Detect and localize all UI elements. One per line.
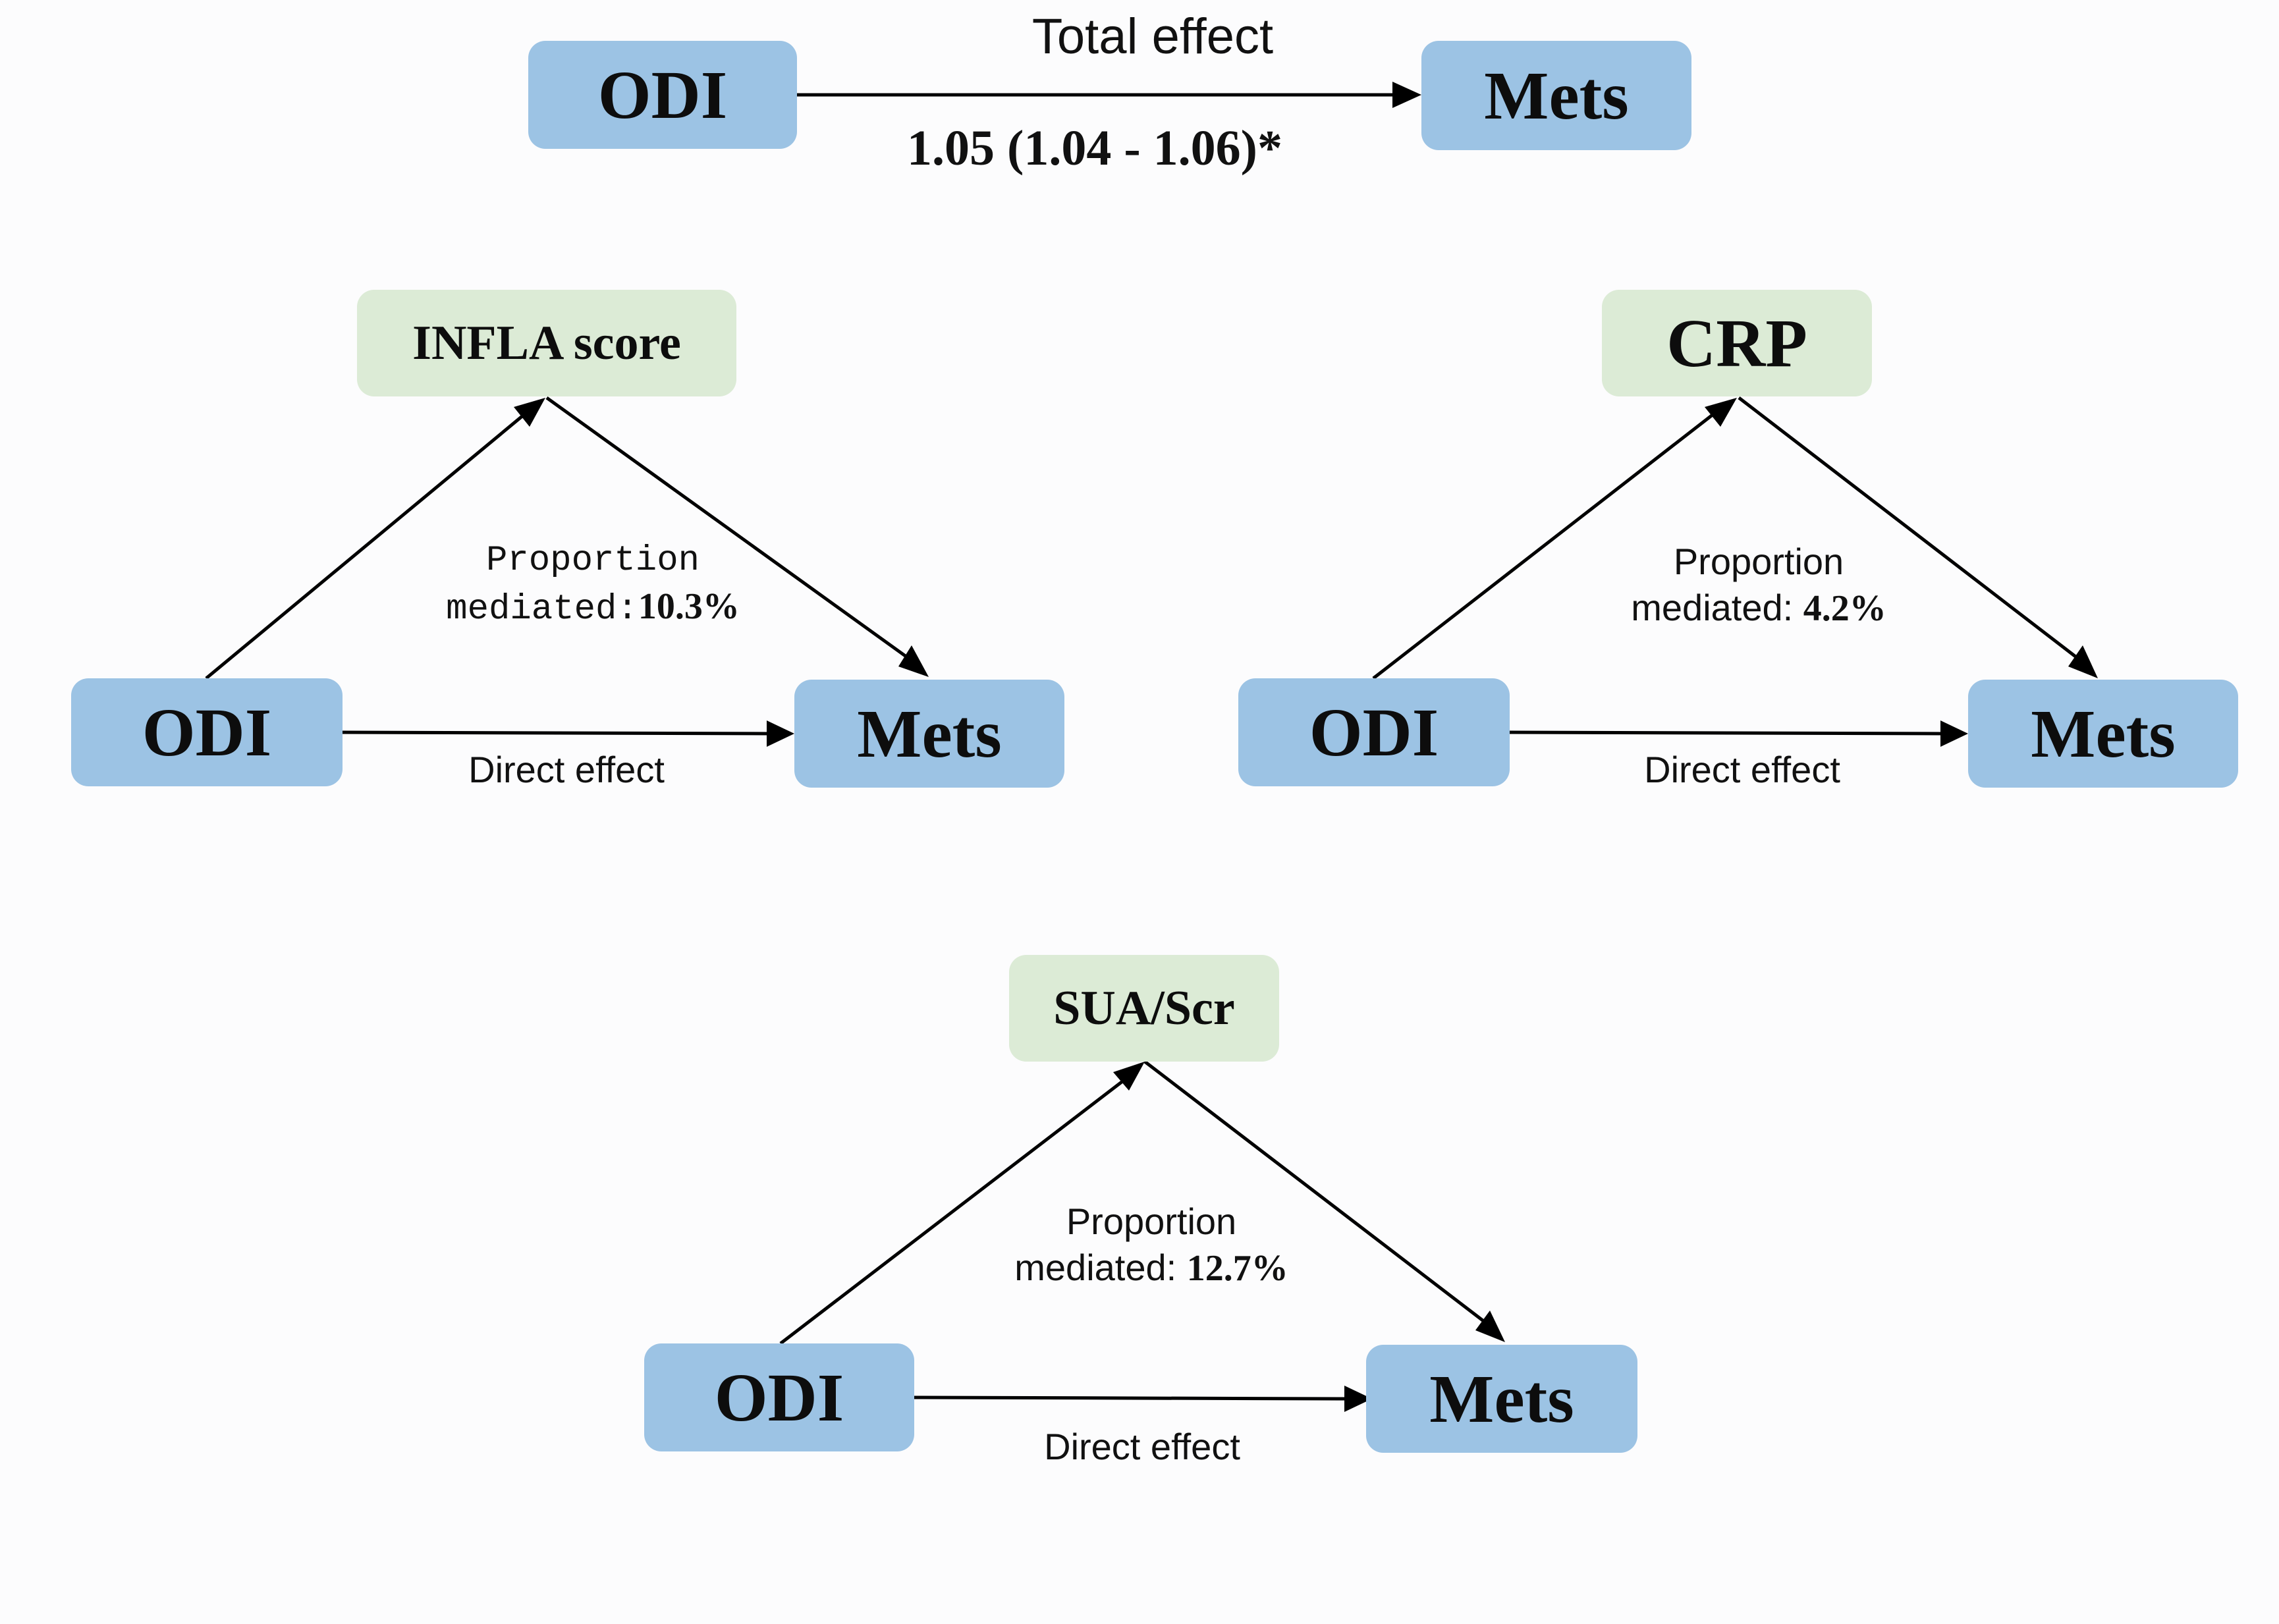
panel1-outcome-box: Mets (794, 680, 1064, 788)
panel3-mediator-box: SUA/Scr (1009, 955, 1279, 1062)
panel3-proportion-value: 12.7% (1186, 1248, 1288, 1289)
panel1-exposure-box: ODI (71, 678, 343, 786)
panel2-outcome-box: Mets (1968, 680, 2238, 788)
panel2-mediator-box: CRP (1602, 290, 1872, 396)
panel1-proportion-line1: Proportion (485, 541, 700, 581)
panel3-a-path-arrow (779, 1076, 1129, 1345)
panel1-b-arrowhead (898, 645, 929, 677)
total-exposure-box: ODI (528, 41, 797, 149)
panel1-a-arrowhead (514, 398, 545, 427)
panel3-b-path-arrow (1143, 1060, 1487, 1324)
panel1-proportion-value: 10.3% (638, 585, 740, 627)
panel2-a-path-arrow (1372, 411, 1717, 680)
panel1-direct-arrow (342, 730, 771, 736)
total-outcome-box: Mets (1421, 41, 1691, 150)
panel2-b-arrowhead (2068, 645, 2098, 678)
panel1-proportion-text: Proportion mediated:10.3% (446, 539, 740, 632)
panel3-proportion-text: Proportion mediated: 12.7% (1014, 1199, 1288, 1291)
panel2-direct-arrowhead (1940, 720, 1968, 747)
panel2-proportion-line1: Proportion (1673, 541, 1844, 582)
panel1-direct-arrowhead (767, 720, 794, 747)
panel1-proportion-prefix: mediated: (446, 589, 638, 630)
panel2-b-path-arrow (1738, 396, 2079, 660)
panel2-proportion-value: 4.2% (1803, 588, 1886, 629)
panel3-a-arrowhead (1113, 1062, 1145, 1091)
panel1-a-path-arrow (205, 411, 528, 680)
panel3-proportion-line2: mediated: 12.7% (1014, 1245, 1288, 1291)
panel2-proportion-text: Proportion mediated: 4.2% (1631, 539, 1886, 632)
panel2-a-arrowhead (1705, 398, 1737, 427)
panel1-proportion-line2: mediated:10.3% (446, 583, 740, 632)
total-effect-arrowhead (1392, 82, 1421, 108)
panel2-proportion-line2: mediated: 4.2% (1631, 585, 1886, 632)
panel3-proportion-line1: Proportion (1066, 1201, 1237, 1242)
total-effect-label: Total effect (1031, 9, 1274, 65)
panel1-mediator-box: INFLA score (357, 290, 736, 396)
panel2-exposure-box: ODI (1238, 678, 1510, 786)
panel3-direct-arrow (914, 1395, 1348, 1401)
panel3-proportion-prefix: mediated: (1014, 1247, 1187, 1288)
panel3-direct-effect-label: Direct effect (1044, 1426, 1240, 1467)
panel2-proportion-prefix: mediated: (1631, 587, 1803, 628)
panel3-exposure-box: ODI (644, 1343, 914, 1451)
total-effect-estimate: 1.05 (1.04 - 1.06)* (907, 121, 1282, 176)
panel3-outcome-box: Mets (1366, 1345, 1637, 1453)
panel2-direct-effect-label: Direct effect (1644, 749, 1840, 790)
panel3-direct-arrowhead (1344, 1386, 1372, 1412)
panel1-b-path-arrow (545, 396, 910, 661)
panel3-b-arrowhead (1475, 1311, 1505, 1342)
panel2-direct-arrow (1509, 730, 1944, 736)
panel1-direct-effect-label: Direct effect (468, 749, 665, 790)
